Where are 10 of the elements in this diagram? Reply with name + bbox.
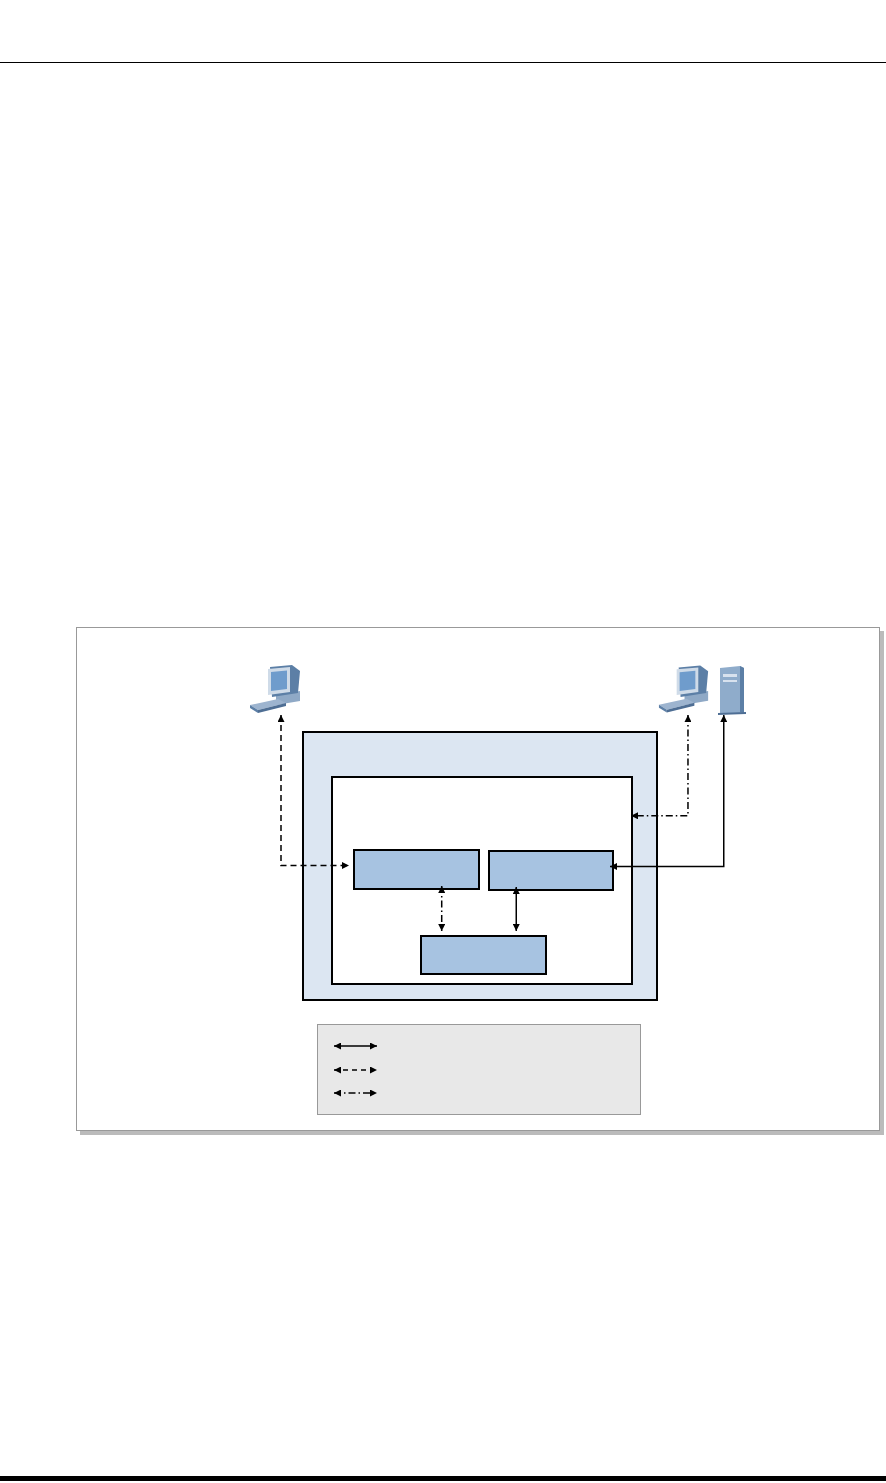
module-box bbox=[488, 850, 614, 891]
outer-box bbox=[302, 731, 658, 1001]
module-box bbox=[353, 849, 480, 890]
arrow bbox=[609, 714, 728, 870]
arrow bbox=[277, 714, 350, 869]
inner-box bbox=[331, 776, 633, 985]
arrow bbox=[512, 886, 520, 932]
arrow bbox=[438, 885, 446, 932]
arrow bbox=[630, 714, 692, 820]
module-box bbox=[420, 935, 547, 975]
